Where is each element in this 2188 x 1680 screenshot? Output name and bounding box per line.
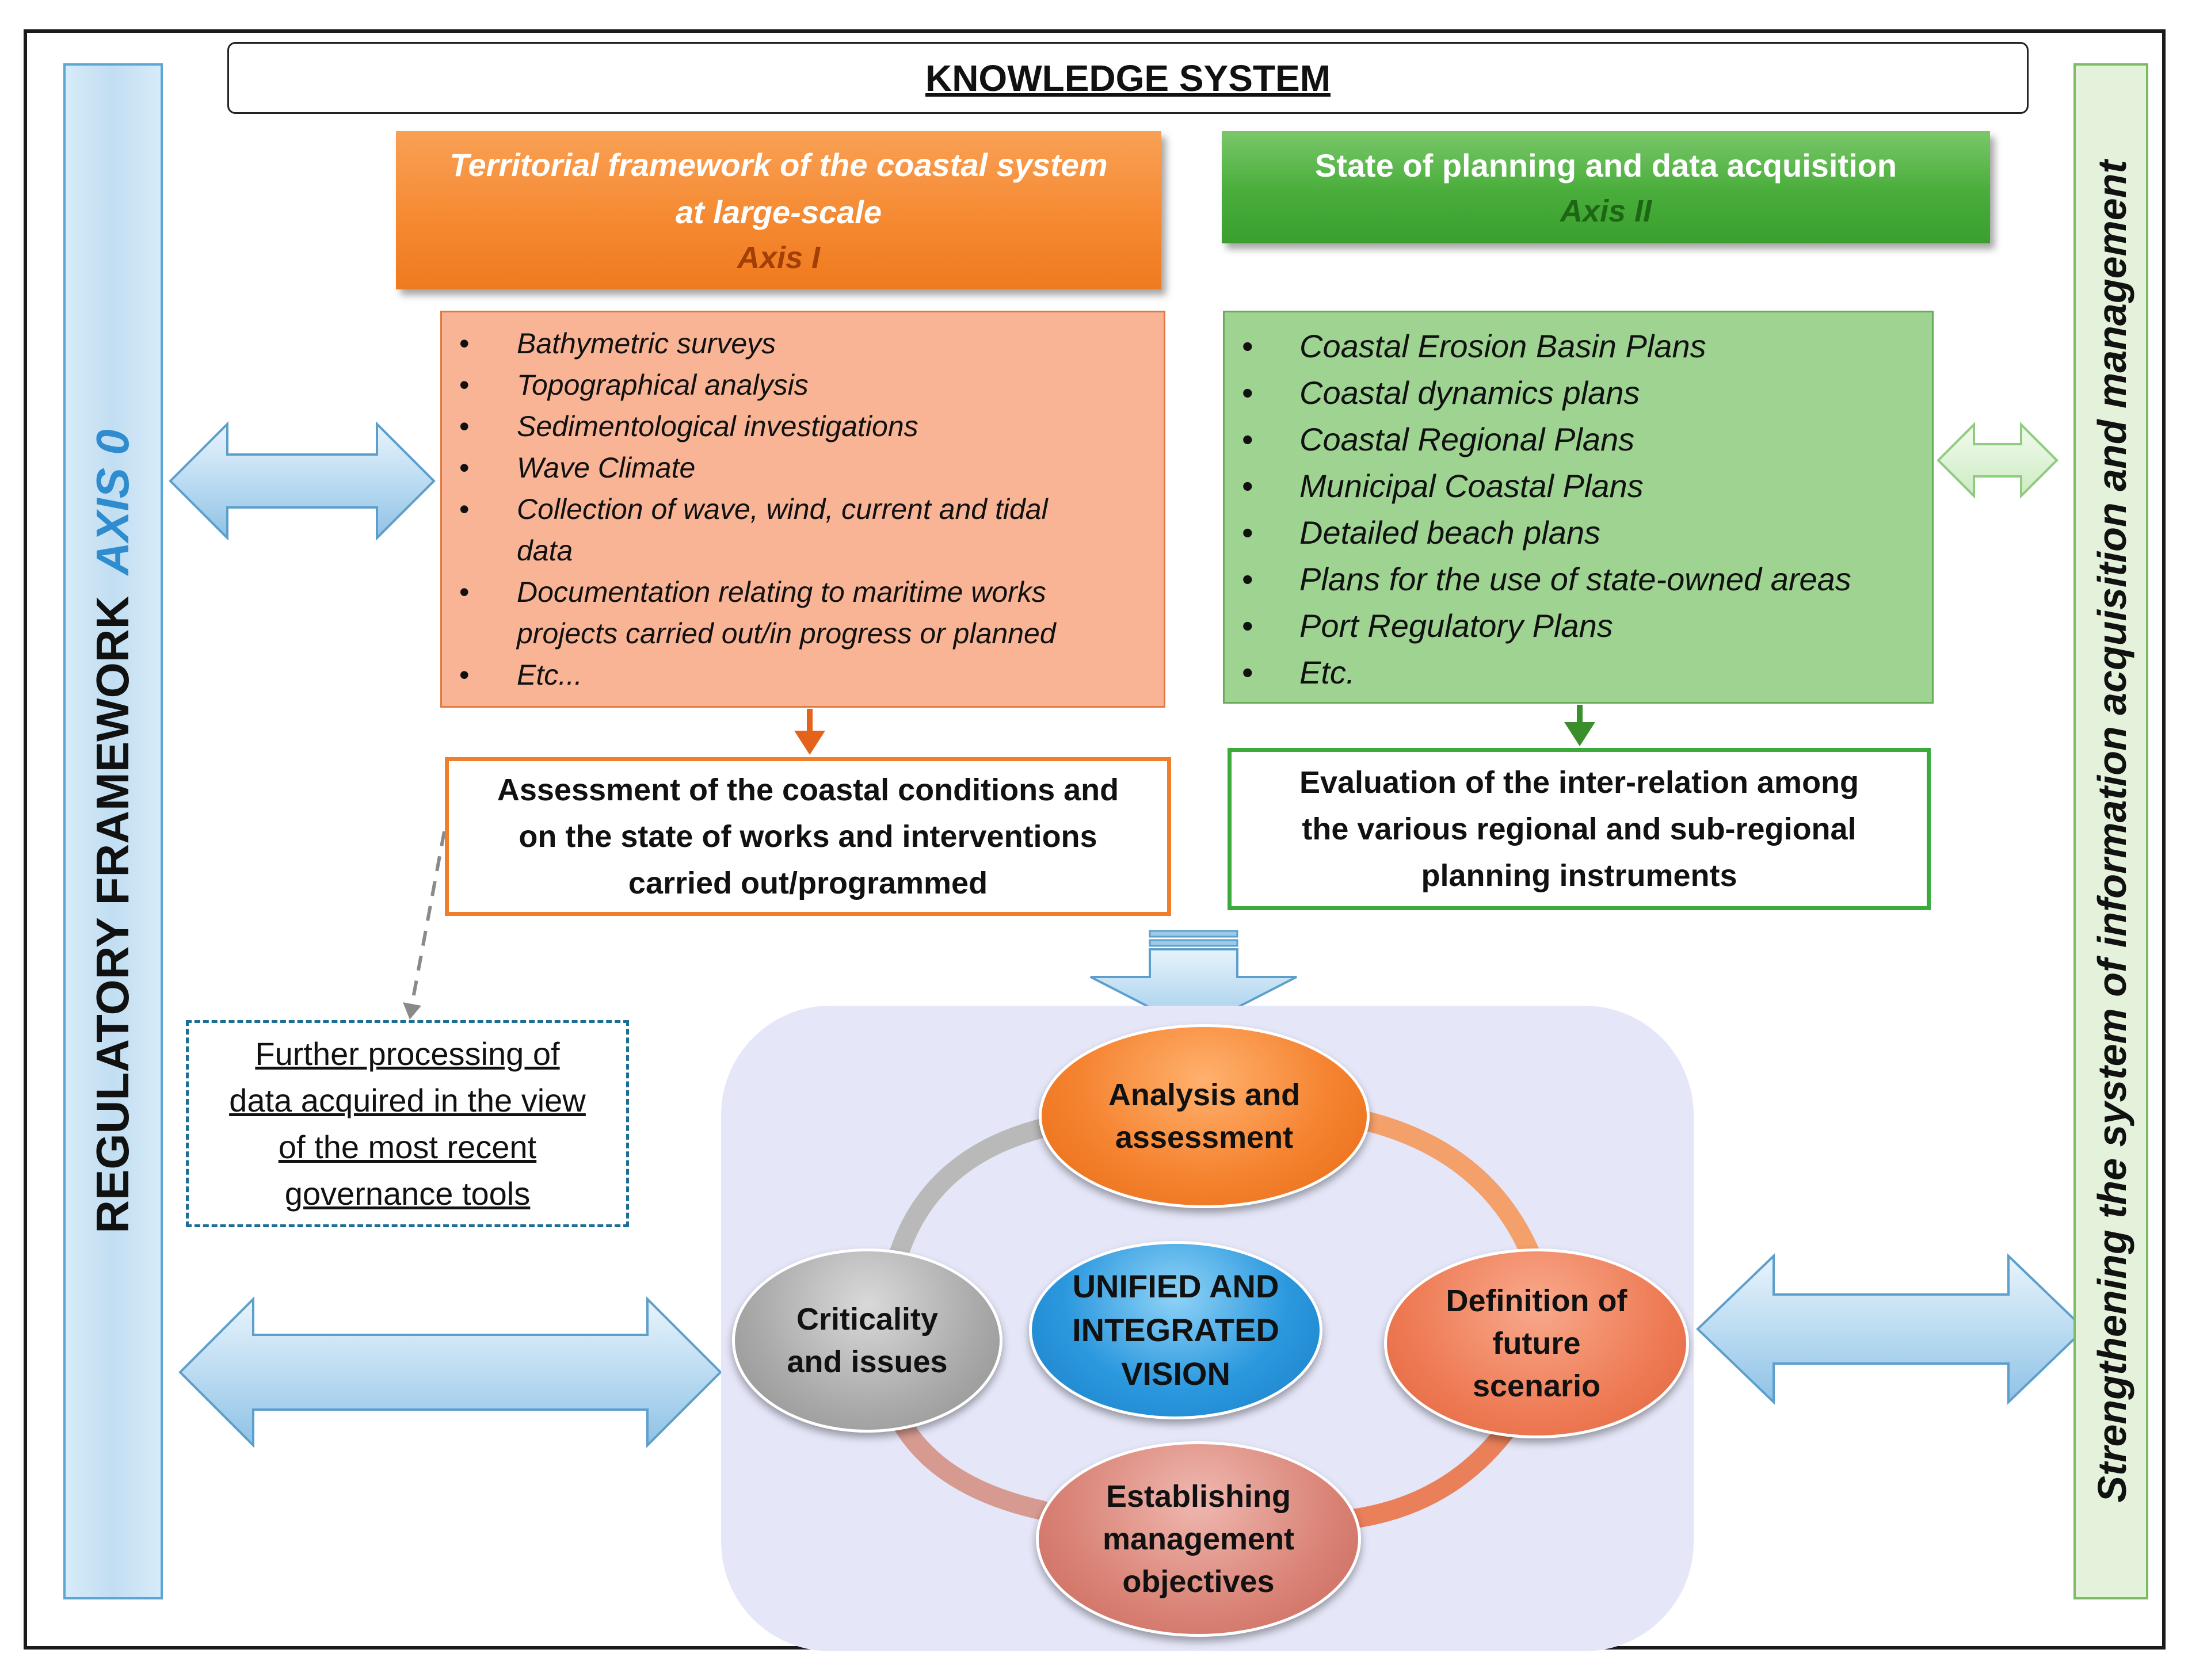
definition-scenario-node: Definition of future scenario (1384, 1248, 1689, 1438)
list-item-continuation: projects carried out/in progress or plan… (517, 617, 1056, 650)
axis2-item-list: Coastal Erosion Basin Plans Coastal dyna… (1223, 311, 1934, 704)
list-item: Sedimentological investigations (459, 406, 1146, 447)
list-item: Coastal Erosion Basin Plans (1242, 323, 1915, 369)
establishing-objectives-node: Establishing management objectives (1036, 1441, 1361, 1637)
unified-line3: VISION (1121, 1356, 1230, 1392)
right-top-double-arrow (1937, 422, 2059, 499)
ring-segment-criticality-to-analysis (888, 1118, 1054, 1267)
analysis-line1: Analysis and (1108, 1078, 1301, 1112)
knowledge-system-header: KNOWLEDGE SYSTEM (227, 42, 2029, 114)
list-item: Coastal Regional Plans (1242, 416, 1915, 463)
axis1-label: Axis I (737, 240, 821, 275)
list-item: Bathymetric surveys (459, 323, 1146, 364)
axis1-title-line2: at large-scale (676, 193, 882, 230)
axis1-header: Territorial framework of the coastal sys… (396, 131, 1161, 289)
unified-line1: UNIFIED AND (1072, 1268, 1279, 1304)
criticality-line2: and issues (787, 1345, 948, 1379)
establishing-line3: objectives (1122, 1564, 1275, 1599)
definition-line1: Definition of (1446, 1284, 1627, 1318)
list-item: Collection of wave, wind, current and ti… (459, 488, 1146, 530)
definition-line2: future (1492, 1326, 1581, 1361)
list-item: Etc. (1242, 649, 1915, 696)
axis2-header: State of planning and data acquisition A… (1222, 131, 1990, 243)
list-item: Etc... (459, 654, 1146, 696)
assessment-line3: carried out/programmed (628, 865, 988, 900)
axis1-assessment-box: Assessment of the coastal conditions and… (445, 757, 1171, 916)
knowledge-system-title: KNOWLEDGE SYSTEM (925, 57, 1331, 99)
left-bottom-double-arrow (178, 1296, 722, 1448)
analysis-line2: assessment (1115, 1120, 1294, 1155)
further-processing-line1: Further processing of (255, 1036, 560, 1072)
list-item: Municipal Coastal Plans (1242, 463, 1915, 509)
list-item: Wave Climate (459, 447, 1146, 488)
assessment-line2: on the state of works and interventions (519, 819, 1097, 854)
criticality-line1: Criticality (796, 1302, 939, 1337)
further-processing-line2: data acquired in the view (229, 1082, 586, 1118)
further-processing-line3: of the most recent (278, 1129, 537, 1165)
criticality-issues-node: Criticality and issues (732, 1248, 1002, 1433)
axis1-title-line1: Territorial framework of the coastal sys… (449, 146, 1108, 183)
list-item: Coastal dynamics plans (1242, 369, 1915, 416)
dashed-connector (403, 831, 446, 1020)
list-item: Detailed beach plans (1242, 509, 1915, 556)
unified-vision-node: UNIFIED AND INTEGRATED VISION (1029, 1241, 1322, 1419)
axis1-item-list: Bathymetric surveys Topographical analys… (440, 311, 1165, 708)
list-item: Port Regulatory Plans (1242, 602, 1915, 649)
evaluation-line1: Evaluation of the inter-relation among (1299, 765, 1859, 800)
further-processing-box: Further processing of data acquired in t… (186, 1020, 629, 1227)
ring-segment-definition-to-establishing (1343, 1414, 1520, 1529)
ring-segment-analysis-to-definition (1348, 1109, 1541, 1264)
list-item: Topographical analysis (459, 364, 1146, 406)
evaluation-line3: planning instruments (1421, 858, 1737, 893)
list-item: Documentation relating to maritime works (459, 571, 1146, 613)
assessment-line1: Assessment of the coastal conditions and (497, 772, 1119, 807)
axis1-down-arrow (794, 709, 825, 755)
evaluation-line2: the various regional and sub-regional (1302, 811, 1857, 846)
establishing-line2: management (1102, 1522, 1295, 1556)
list-item-continuation: data (517, 534, 573, 567)
definition-line3: scenario (1472, 1369, 1601, 1403)
ring-segment-establishing-to-criticality (891, 1411, 1051, 1520)
information-system-bar (2073, 63, 2148, 1599)
axis2-down-arrow (1564, 705, 1595, 746)
list-item: Plans for the use of state-owned areas (1242, 556, 1915, 602)
analysis-assessment-node: Analysis and assessment (1039, 1024, 1370, 1208)
unified-line2: INTEGRATED (1072, 1312, 1279, 1348)
regulatory-framework-bar (63, 63, 163, 1599)
further-processing-line4: governance tools (284, 1175, 531, 1212)
left-top-double-arrow (169, 421, 436, 541)
establishing-line1: Establishing (1106, 1479, 1291, 1514)
axis2-evaluation-box: Evaluation of the inter-relation among t… (1228, 748, 1931, 910)
axis2-label: Axis II (1560, 193, 1652, 228)
axis2-title: State of planning and data acquisition (1314, 147, 1897, 184)
down-block-arrow (1090, 930, 1297, 1032)
